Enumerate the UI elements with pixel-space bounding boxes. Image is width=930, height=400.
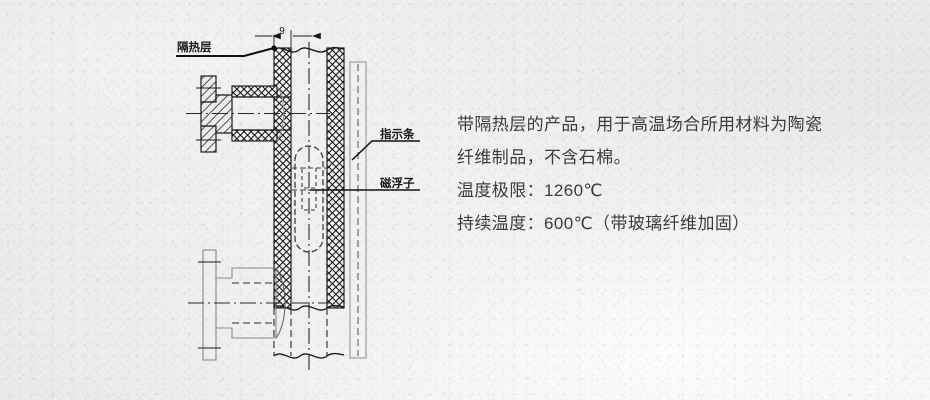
vessel-body [273,42,328,372]
callout-label-magnetic-float: 磁浮子 [380,176,415,190]
insulation-band-right [326,47,345,309]
indicator-strip-graphic [349,61,367,359]
callout-insulation: 隔热层 [176,40,277,57]
top-break-line [273,46,345,53]
description-line-3: 温度极限：1260℃ [457,181,603,200]
description-line-1: 带隔热层的产品，用于高温场合所用材料为陶瓷 [457,115,823,134]
callout-label-indicator-strip: 指示条 [380,127,415,141]
callout-indicator-strip: 指示条 [351,127,420,161]
callout-label-insulation: 隔热层 [177,40,212,54]
technical-drawing: 9 [176,26,420,372]
bottom-break-line [273,304,345,359]
description-line-2: 纤维制品，不含石棉。 [457,148,631,167]
dimension-value-label: 9 [279,26,285,37]
lower-flange-assembly [188,249,330,361]
upper-flange-assembly [186,75,330,153]
dimension-9: 9 [255,26,321,50]
callout-magnetic-float: 磁浮子 [310,176,420,191]
description-line-4: 持续温度：600℃（带玻璃纤维加固） [457,214,750,233]
product-description-text: 带隔热层的产品，用于高温场合所用材料为陶瓷 纤维制品，不含石棉。 温度极限：12… [457,108,887,240]
